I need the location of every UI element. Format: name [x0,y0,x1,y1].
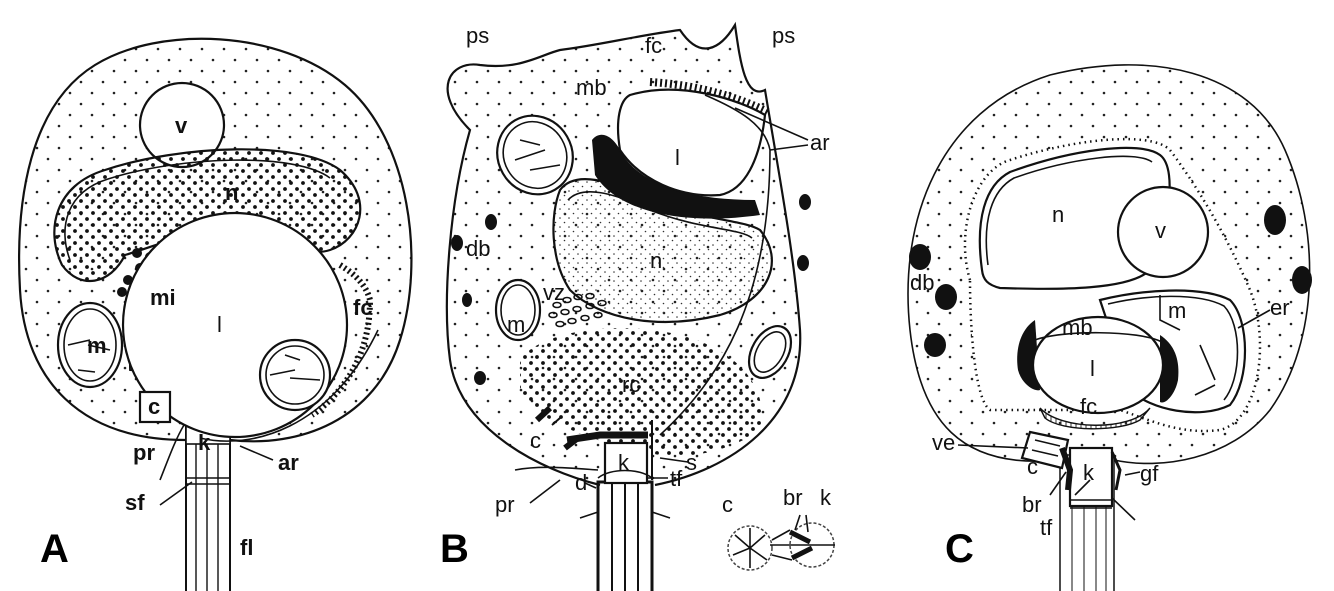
label-n-b: n [650,248,662,273]
label-c-a: c [148,394,160,419]
label-inset-c-b: c [722,492,733,517]
label-v-a: v [175,113,188,138]
label-ve-c: ve [932,430,955,455]
label-gf-c: gf [1140,461,1159,486]
label-fl-a: fl [240,535,253,560]
label-l-b: l [675,145,680,170]
label-c-b: c [530,428,541,453]
label-pr-b: pr [495,492,515,517]
label-ps-left-b: ps [466,23,489,48]
label-m-a: m [87,333,107,358]
label-d-b: d [575,470,587,495]
mitochondrion-a-right [260,340,330,410]
flagellum-b [598,482,652,591]
label-pr-a: pr [133,440,155,465]
label-l-c: l [1090,356,1095,381]
panel-b: ps ps fc mb l ar db n vz m rc c k s tf d… [440,23,835,591]
label-tf-b: tf [670,466,683,491]
panel-a: v n mi l fc m c k pr sf ar fl A [19,39,411,591]
label-m-c: m [1168,298,1186,323]
label-n-c: n [1052,202,1064,227]
label-ar-b: ar [810,130,830,155]
label-n-a: n [225,180,238,205]
label-k-c: k [1083,460,1095,485]
label-mb-c: mb [1062,315,1093,340]
panel-label-c: C [945,527,974,571]
label-br-c: br [1022,492,1042,517]
label-inset-br-b: br [783,485,803,510]
label-v-c: v [1155,218,1166,243]
label-vz-b: vz [543,280,565,305]
label-sf-a: sf [125,490,145,515]
label-tf-c: tf [1040,515,1053,540]
label-fc-c: fc [1080,394,1097,419]
label-mi-a: mi [150,285,176,310]
panel-c: n v db m er mb l fc ve c k gf br tf C [908,65,1312,591]
inset-transverse-section-b [728,515,835,570]
label-s-b: s [686,450,697,475]
label-fc-b: fc [645,33,662,58]
label-c-c: c [1027,454,1038,479]
label-k-b: k [618,450,630,475]
label-rc-b: rc [622,372,640,397]
label-mb-b: mb [576,75,607,100]
label-m-b: m [507,312,525,337]
label-ps-right-b: ps [772,23,795,48]
panel-label-a: A [40,527,69,571]
label-ar-a: ar [278,450,299,475]
label-l-a: l [217,312,222,337]
label-db-b: db [466,236,490,261]
panel-label-b: B [440,527,469,571]
lipid-globule-c [1033,317,1163,413]
label-er-c: er [1270,295,1290,320]
label-k-a: k [198,430,211,455]
label-inset-k-b: k [820,485,832,510]
label-fc-a: fc [353,295,373,320]
label-db-c: db [910,270,934,295]
